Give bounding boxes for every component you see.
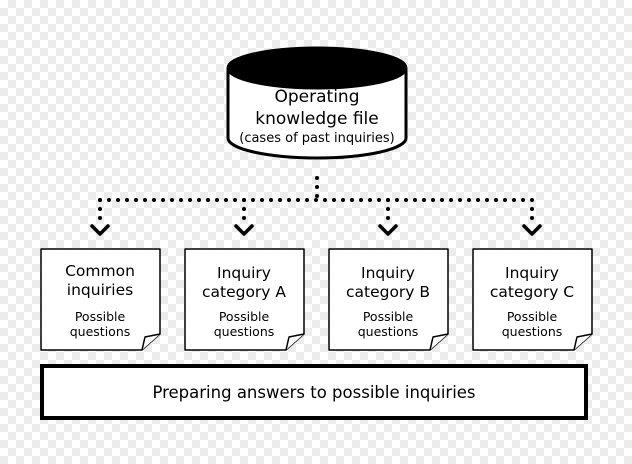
card-title-line1: Inquiry <box>505 264 559 282</box>
card-common-label: Common inquiries Possible questions <box>40 262 160 342</box>
card-title-line1: Inquiry <box>361 264 415 282</box>
arrow-down-icon <box>234 224 254 236</box>
card-sub-line2: questions <box>69 324 131 339</box>
card-category-a-label: Inquiry category A Possible questions <box>184 264 304 344</box>
database-cylinder-icon <box>226 46 408 160</box>
card-title-line2: inquiries <box>66 281 134 299</box>
card-sub-line2: questions <box>501 324 563 339</box>
database-label: Operating knowledge file (cases of past … <box>228 86 406 148</box>
card-sub-line2: questions <box>357 324 419 339</box>
card-title-line2: category B <box>345 283 431 301</box>
card-title-line1: Common <box>65 262 135 280</box>
card-title-line2: category A <box>201 283 287 301</box>
database-title-line1: Operating <box>274 87 360 107</box>
database-subtitle: (cases of past inquiries) <box>239 131 395 146</box>
dotted-connectors <box>98 176 534 226</box>
card-sub-line1: Possible <box>506 309 558 324</box>
card-category-b-label: Inquiry category B Possible questions <box>328 264 448 344</box>
database-title-line2: knowledge file <box>255 109 379 129</box>
card-sub-line2: questions <box>213 324 275 339</box>
card-title-line1: Inquiry <box>217 264 271 282</box>
card-category-c-label: Inquiry category C Possible questions <box>472 264 592 344</box>
arrow-down-icon <box>90 224 110 236</box>
arrow-down-icon <box>378 224 398 236</box>
arrow-down-icon <box>522 224 542 236</box>
card-sub-line1: Possible <box>218 309 270 324</box>
document-card-category-b <box>328 248 449 351</box>
document-card-category-a <box>184 248 305 351</box>
card-sub-line1: Possible <box>74 309 126 324</box>
answers-box: Preparing answers to possible inquiries <box>40 364 588 420</box>
document-card-common <box>40 248 161 351</box>
card-title-line2: category C <box>489 283 575 301</box>
card-sub-line1: Possible <box>362 309 414 324</box>
document-card-category-c <box>472 248 593 351</box>
answers-box-label: Preparing answers to possible inquiries <box>152 382 476 402</box>
